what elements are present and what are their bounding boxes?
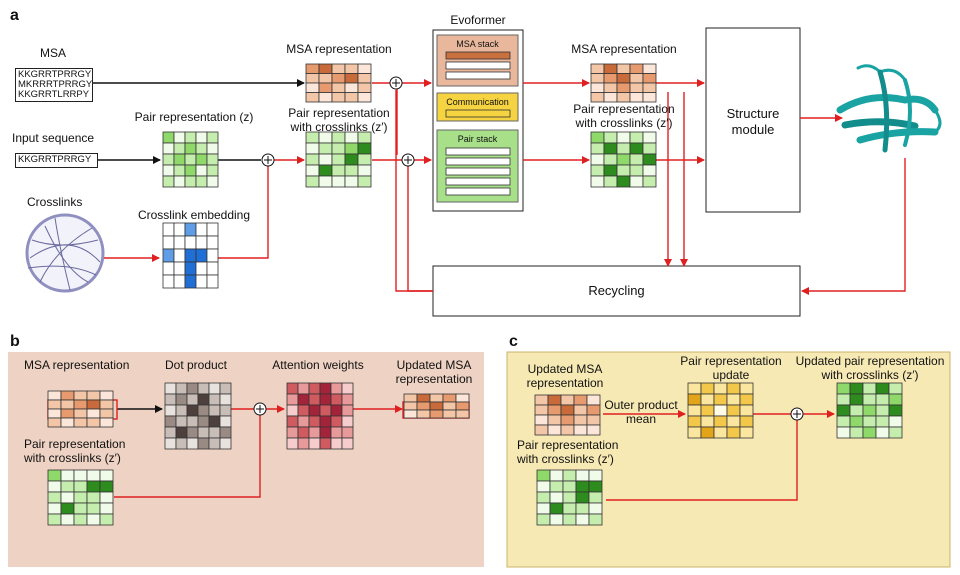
b-pair-rep-label-2: with crosslinks (z′): [24, 451, 121, 465]
msa-rep-out-label: MSA representation: [571, 42, 677, 56]
evoformer-label: Evoformer: [450, 13, 506, 27]
panel-letter-c: c: [509, 333, 518, 350]
plus-circle-icon: [401, 153, 415, 167]
input-sequence-box: KKGRRTPRRGY: [15, 153, 98, 168]
b-pair-rep-grid: [47, 469, 114, 526]
crosslinks-label: Crosslinks: [27, 195, 83, 209]
structure-module-box: [705, 27, 801, 213]
dot-product-grid: [164, 382, 232, 450]
b-updated-msa-grid: [403, 393, 470, 419]
panel-letter-b: b: [10, 333, 20, 350]
arrows-panel-a: [92, 79, 906, 295]
attention-weights-grid: [286, 382, 354, 450]
pair-rep-label: Pair representation (z): [134, 110, 254, 124]
crosslink-circle-icon: [25, 213, 105, 293]
msa-label: MSA: [40, 46, 67, 60]
b-msa-rep-grid: [47, 390, 114, 428]
structure-module-label-2: module: [731, 122, 775, 137]
pair-update-label-1: Pair representation: [680, 354, 782, 368]
pair-update-grid: [687, 382, 754, 439]
recycling-box: [432, 265, 801, 317]
c-pair-rep-label-1: Pair representation: [517, 438, 619, 452]
updated-pair-label-2: with crosslinks (z′): [821, 368, 919, 382]
b-msa-rep-label: MSA representation: [24, 358, 130, 372]
crosslink-embedding-label: Crosslink embedding: [137, 208, 251, 222]
outer-product-label-2: mean: [625, 412, 657, 426]
pair-rep-out-grid: [590, 131, 657, 188]
plus-circle-icon: [790, 407, 804, 421]
pair-rep-out-label-1: Pair representation: [573, 102, 675, 116]
msa-sequence-3: KKGRRTLRRPY: [18, 89, 90, 100]
c-updated-msa-label-1: Updated MSA: [527, 362, 603, 376]
crosslink-embedding-grid: [162, 222, 219, 289]
plus-circle-icon: [253, 402, 267, 416]
attention-weights-label: Attention weights: [272, 358, 364, 372]
recycling-label: Recycling: [588, 283, 645, 298]
panel-b-background: [8, 352, 484, 567]
msa-rep-grid: [305, 63, 372, 103]
panel-letter-a: a: [10, 7, 19, 24]
msa-rep-label: MSA representation: [286, 42, 392, 56]
pair-rep-out-label-2: with crosslinks (z′): [575, 116, 673, 130]
b-updated-msa-label-1: Updated MSA: [396, 358, 472, 372]
pair-update-label-2: update: [712, 368, 750, 382]
pair-rep-z-grid: [162, 131, 219, 188]
c-updated-msa-grid: [534, 394, 601, 436]
msa-sequence-box: KKGRRTPRRGY MKRRRTPRRGY KKGRRTLRRPY: [15, 68, 93, 102]
pair-rep-xl-label-1: Pair representation: [288, 106, 390, 120]
dot-product-label: Dot product: [164, 358, 228, 372]
plus-circle-icon: [261, 153, 275, 167]
b-updated-msa-label-2: representation: [395, 372, 473, 386]
structure-module-label-1: Structure: [726, 106, 780, 121]
structure-module-label: Structure module: [706, 106, 800, 138]
communication-label: Communication: [446, 97, 509, 107]
updated-pair-label-1: Updated pair representation: [795, 354, 945, 368]
pair-stack-label: Pair stack: [457, 134, 498, 144]
protein-structure-icon: [836, 64, 942, 153]
outer-product-label-1: Outer product: [604, 398, 678, 412]
arrows-panel-c: [603, 410, 835, 501]
msa-sequence-1: KKGRRTPRRGY: [18, 69, 92, 80]
updated-pair-grid: [836, 382, 903, 439]
msa-sequence-2: MKRRRTPRRGY: [18, 79, 93, 90]
c-updated-msa-label-2: representation: [526, 376, 604, 390]
pair-rep-xl-label-2: with crosslinks (z′): [290, 120, 388, 134]
input-sequence-label: Input sequence: [12, 131, 95, 145]
msa-stack-label: MSA stack: [456, 39, 499, 49]
b-pair-rep-label-1: Pair representation: [24, 437, 126, 451]
pair-rep-xl-grid: [305, 131, 372, 188]
msa-rep-out-grid: [590, 63, 657, 103]
c-pair-rep-grid: [536, 469, 603, 526]
c-pair-rep-label-2: with crosslinks (z′): [517, 452, 614, 466]
plus-circle-icon: [389, 76, 403, 90]
